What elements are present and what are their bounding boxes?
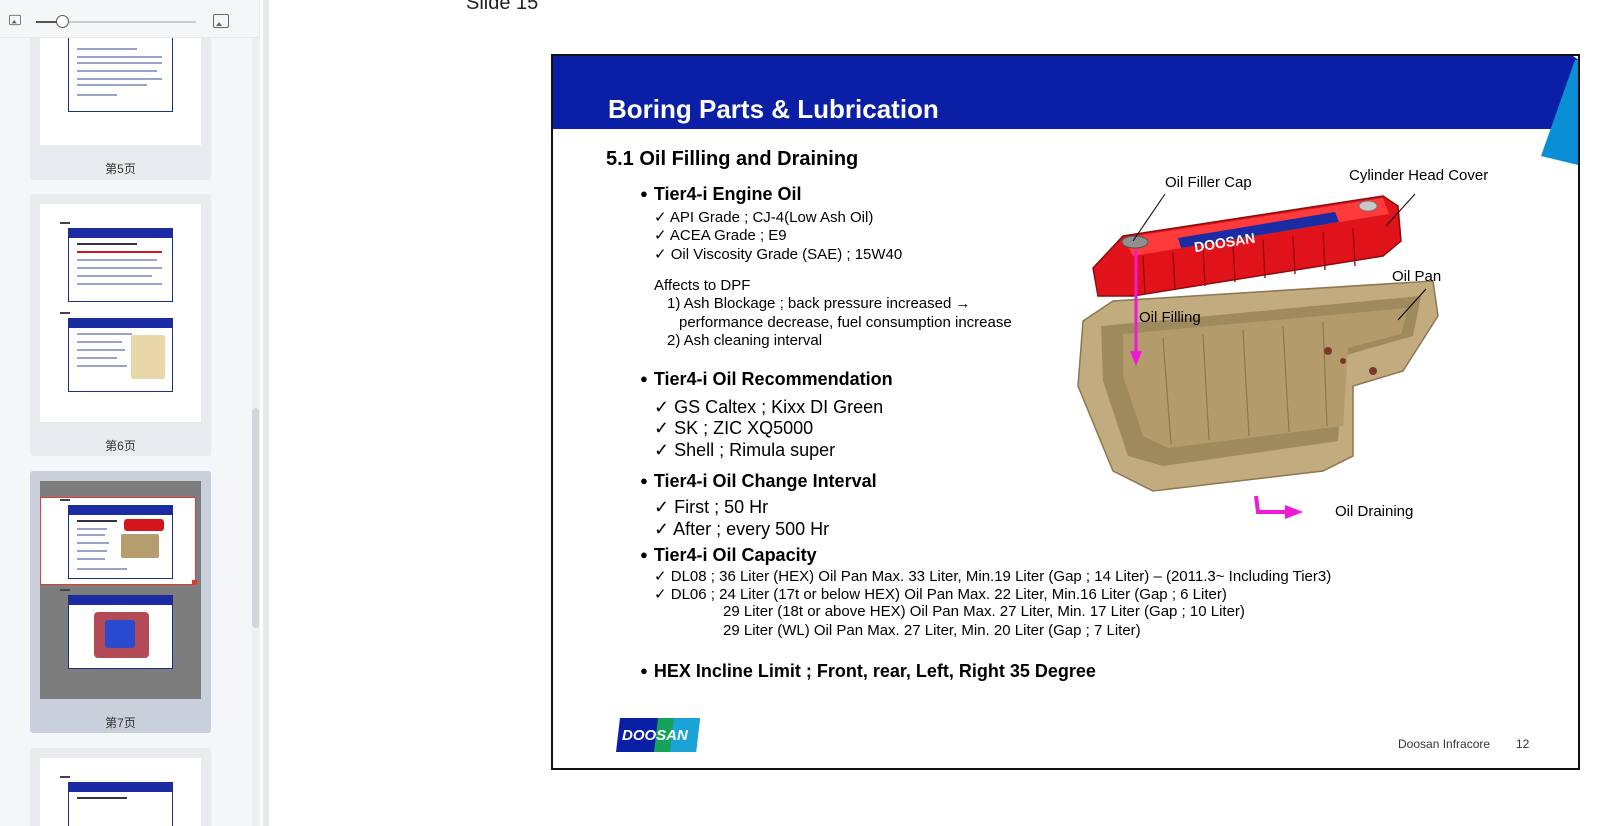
- doosan-logo: DOOSAN: [616, 718, 700, 752]
- document-view: Slide 15 Boring Parts & Lubrication 5.1 …: [270, 0, 1620, 826]
- bullet-oil-change-interval: Tier4-i Oil Change Interval: [640, 471, 877, 492]
- capacity-line: DL06 ; 24 Liter (17t or below HEX) Oil P…: [654, 585, 1227, 603]
- oil-pan-illustration: [1077, 280, 1439, 492]
- thumbnail-zoom-slider[interactable]: [36, 21, 196, 23]
- slide-footer-company: Doosan Infracore: [1398, 737, 1491, 751]
- page-label: 第5页: [105, 162, 136, 176]
- oil-pan-cover-illustration: DOOSAN: [1077, 193, 1439, 519]
- callout-oil-draining: Oil Draining: [1335, 503, 1414, 520]
- section-heading: 5.1 Oil Filling and Draining: [606, 148, 859, 170]
- dpf-affects-line: 2) Ash cleaning interval: [667, 332, 823, 349]
- thumbnail-zoom-bar: [0, 0, 259, 38]
- callout-oil-filler-cap: Oil Filler Cap: [1165, 174, 1252, 191]
- zoom-out-image-icon[interactable]: [9, 14, 21, 26]
- page-thumbnail-6[interactable]: 第6页: [30, 194, 211, 456]
- sidebar-scrollbar-thumb[interactable]: [252, 408, 259, 628]
- page-preview: [40, 481, 201, 699]
- sidebar-splitter[interactable]: [263, 0, 269, 826]
- slide-preview: [68, 38, 173, 112]
- callout-cylinder-head-cover: Cylinder Head Cover: [1349, 167, 1489, 184]
- dpf-affects-heading: Affects to DPF: [654, 277, 751, 294]
- capacity-line: 29 Liter (WL) Oil Pan Max. 27 Liter, Min…: [723, 622, 1141, 639]
- slide-preview: [68, 228, 173, 302]
- page-thumbnail-8[interactable]: [30, 748, 211, 826]
- slide-number-title: Slide 15: [466, 0, 539, 14]
- callout-oil-filling: Oil Filling: [1139, 309, 1201, 326]
- slide-preview: [68, 595, 173, 669]
- capacity-line: DL08 ; 36 Liter (HEX) Oil Pan Max. 33 Li…: [654, 567, 1331, 585]
- bullet-incline-limit: HEX Incline Limit ; Front, rear, Left, R…: [640, 661, 1096, 682]
- recommendation-item: GS Caltex ; Kixx DI Green: [654, 397, 883, 418]
- engine-oil-item: ACEA Grade ; E9: [654, 226, 787, 244]
- callout-oil-pan: Oil Pan: [1392, 268, 1442, 285]
- page-thumbnail-5[interactable]: 第5页: [30, 30, 211, 180]
- page-preview: [40, 758, 201, 826]
- slide-preview: [68, 782, 173, 826]
- bullet-oil-capacity: Tier4-i Oil Capacity: [640, 545, 817, 566]
- slide-header-bar: Boring Parts & Lubrication: [553, 56, 1578, 129]
- zoom-slider-handle[interactable]: [56, 15, 69, 28]
- engine-oil-item: API Grade ; CJ-4(Low Ash Oil): [654, 208, 873, 226]
- slide-footer-page-number: 12: [1516, 737, 1530, 751]
- zoom-in-image-icon[interactable]: [213, 14, 229, 28]
- bullet-oil-recommendation: Tier4-i Oil Recommendation: [640, 369, 893, 390]
- capacity-line: 29 Liter (18t or above HEX) Oil Pan Max.…: [723, 603, 1245, 620]
- slide-header-title: Boring Parts & Lubrication: [608, 94, 939, 124]
- slide-preview: [68, 318, 173, 392]
- dpf-affects-line: 1) Ash Blockage ; back pressure increase…: [667, 295, 971, 312]
- interval-item: First ; 50 Hr: [654, 497, 768, 518]
- page-label: 第7页: [105, 716, 136, 730]
- page-preview: [40, 30, 201, 145]
- page-thumbnail-sidebar: 第5页 第6页: [0, 0, 260, 826]
- slide-preview: [68, 505, 173, 579]
- interval-item: After ; every 500 Hr: [654, 519, 829, 540]
- corner-accent-shape: [1541, 56, 1578, 166]
- cylinder-head-cover-illustration: DOOSAN: [1092, 195, 1402, 297]
- recommendation-item: Shell ; Rimula super: [654, 440, 835, 461]
- page-thumbnail-7[interactable]: 第7页: [30, 471, 211, 733]
- slide-page: Boring Parts & Lubrication 5.1 Oil Filli…: [551, 54, 1580, 770]
- svg-text:DOOSAN: DOOSAN: [622, 727, 689, 744]
- page-label: 第6页: [105, 439, 136, 453]
- dpf-affects-line: performance decrease, fuel consumption i…: [679, 314, 1012, 331]
- bullet-engine-oil: Tier4-i Engine Oil: [640, 184, 802, 205]
- recommendation-item: SK ; ZIC XQ5000: [654, 418, 813, 439]
- page-preview: [40, 204, 201, 422]
- engine-oil-item: Oil Viscosity Grade (SAE) ; 15W40: [654, 245, 902, 263]
